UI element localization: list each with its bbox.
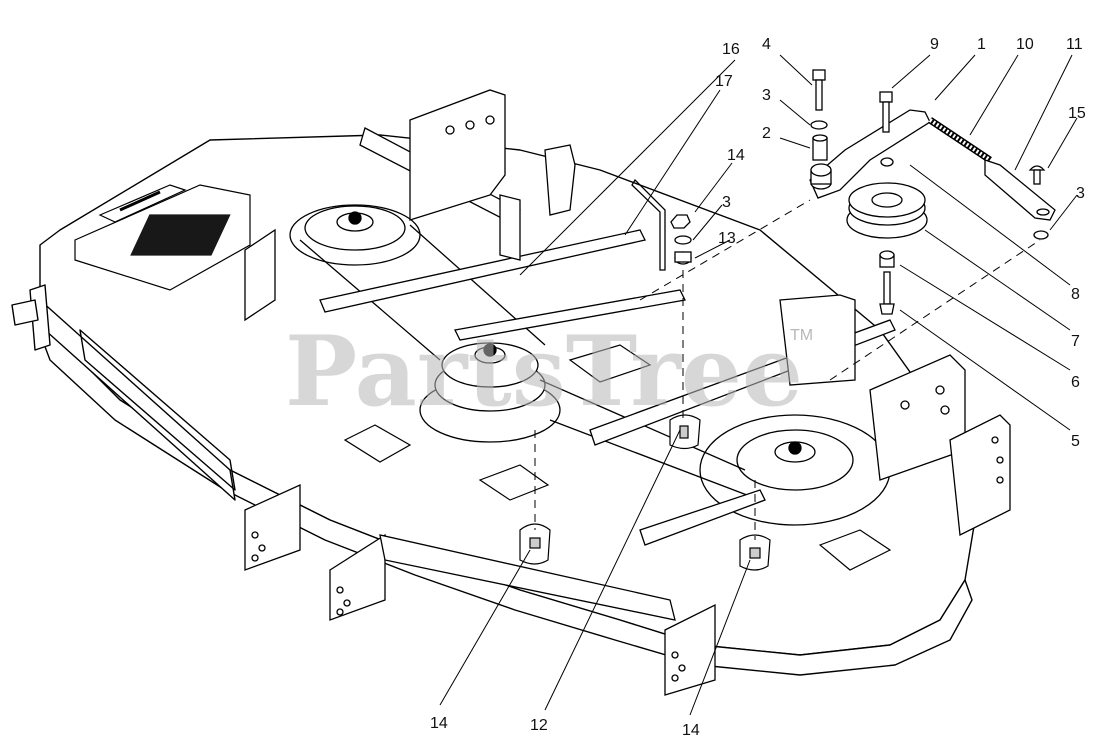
spindle-pulley-left	[289, 204, 421, 266]
idler-arm-assembly	[809, 69, 1056, 315]
spindle-pulley-center	[419, 342, 561, 443]
callout-7: 7	[1071, 333, 1080, 350]
nut-washer-stack	[631, 178, 692, 271]
callout-10: 10	[1016, 36, 1034, 53]
deck-decals	[343, 344, 892, 571]
callout-1: 1	[977, 36, 986, 53]
callout-6: 6	[1071, 374, 1080, 391]
callout-17: 17	[715, 73, 733, 90]
callout-5: 5	[1071, 433, 1080, 450]
callout-3: 3	[722, 194, 731, 211]
callout-3: 3	[1076, 185, 1085, 202]
callout-15: 15	[1068, 105, 1086, 122]
svg-text:PartsTree: PartsTree	[285, 315, 803, 428]
svg-text:TM: TM	[790, 327, 813, 344]
mounting-brackets	[244, 89, 1011, 696]
explode-lines	[534, 199, 1041, 540]
partstree-watermark: PartsTree TM	[285, 315, 813, 428]
callout-9: 9	[930, 36, 939, 53]
belt-guard-frame	[319, 127, 896, 546]
callouts: 16 17 4 9 1 10 11 3 15 2 14 3 13 3 8 7 6…	[430, 36, 1086, 739]
deck-decal-panels	[74, 184, 251, 291]
callout-14: 14	[727, 147, 745, 164]
callout-12: 12	[530, 717, 548, 734]
deck-pads	[519, 414, 771, 571]
callout-16: 16	[722, 41, 740, 58]
callout-4: 4	[762, 36, 771, 53]
callout-11: 11	[1066, 36, 1083, 53]
callout-14: 14	[430, 715, 448, 732]
callout-2: 2	[762, 125, 771, 142]
callout-3: 3	[762, 87, 771, 104]
callout-13: 13	[718, 230, 736, 247]
callout-14: 14	[682, 722, 700, 739]
callout-8: 8	[1071, 286, 1080, 303]
leader-lines	[439, 54, 1078, 716]
